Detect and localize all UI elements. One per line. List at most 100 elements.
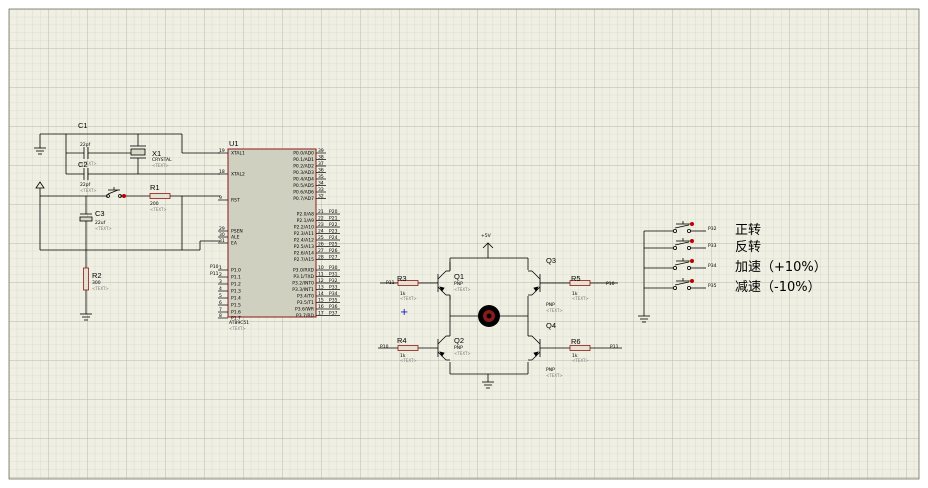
mcu-pin-num: 27 <box>318 248 324 254</box>
mcu-pin-num: 4 <box>219 286 222 292</box>
resistor-r3[interactable] <box>397 280 419 286</box>
r1-text: <TEXT> <box>150 207 167 212</box>
transistor-q4[interactable] <box>528 335 541 361</box>
mcu-pin-num: 35 <box>318 174 324 180</box>
mcu-pin-num: 28 <box>318 255 324 261</box>
transistor-q1[interactable] <box>437 270 450 296</box>
mcu-net-label: P36 <box>329 304 338 310</box>
mcu-pin-name: P2.6/A14 <box>294 251 314 257</box>
q1-ref: Q1 <box>454 272 464 281</box>
r1-value: 200 <box>150 201 159 207</box>
mcu-net-label: P31 <box>329 272 338 278</box>
c1-value: 22pf <box>80 142 91 148</box>
r4-text: <TEXT> <box>400 358 417 363</box>
mcu-pin-num: 37 <box>318 161 324 167</box>
r6-text: <TEXT> <box>572 358 589 363</box>
x1-value: CRYSTAL <box>152 157 172 163</box>
mcu-net-label: P33 <box>329 285 338 291</box>
mcu-pin-name: P0.4/AD4 <box>293 177 314 183</box>
mcu-pin-num: 26 <box>318 242 324 248</box>
q2-text: <TEXT> <box>454 351 471 356</box>
mcu-net-label: P21 <box>329 216 338 222</box>
mcu-pin-name: P0.2/AD2 <box>293 164 314 170</box>
q4-type: PNP <box>546 367 555 373</box>
mcu-pin-name: P1.4 <box>231 296 241 302</box>
button-net-label: P34 <box>708 263 717 269</box>
resistor-r5[interactable] <box>569 280 591 286</box>
mcu-p1-net: P10 <box>210 264 219 270</box>
button-function-label: 反转 <box>735 240 761 255</box>
q3-ref: Q3 <box>546 256 556 265</box>
mcu-net-label: P30 <box>329 265 338 271</box>
mcu-net-label: P26 <box>329 248 338 254</box>
mcu-pin-num: 23 <box>318 222 324 228</box>
mcu-net-label: P23 <box>329 229 338 235</box>
transistor-q3[interactable] <box>528 270 541 296</box>
r4-ref: R4 <box>397 336 407 345</box>
q1-type: PNP <box>454 281 463 287</box>
r4-net: P10 <box>380 344 389 350</box>
mcu-pin-num: 19 <box>219 148 225 154</box>
vcc-label: +5V <box>481 233 492 239</box>
r3-ref: R3 <box>397 274 407 283</box>
h-bridge <box>449 242 529 389</box>
mcu-pin-num: 39 <box>318 148 324 154</box>
button-net-label: P32 <box>708 226 717 232</box>
mcu-pin-num: 9 <box>219 195 222 201</box>
r2-text: <TEXT> <box>92 286 109 291</box>
mcu-pin-name: ALE <box>231 235 240 241</box>
mcu-pin-name: PSEN <box>231 229 243 235</box>
mcu-pin-name: P1.7 <box>231 316 241 322</box>
mcu-pin-name: P3.7/RD <box>296 313 315 319</box>
mcu-net-label: P35 <box>329 298 338 304</box>
mcu-net-label: P32 <box>329 278 338 284</box>
mcu-pin-num: 17 <box>318 311 324 317</box>
push-button-p34[interactable]: P34 加速（+10%） <box>644 258 827 275</box>
mcu-net-label: P34 <box>329 291 338 297</box>
x1-ref: X1 <box>152 149 161 158</box>
mcu-pin-name: P2.7/A15 <box>294 257 314 263</box>
r5-value: 1k <box>572 291 578 297</box>
r6-ref: R6 <box>571 337 581 346</box>
mcu-pin-num: 30 <box>219 232 225 238</box>
mcu-pin-num: 7 <box>219 307 222 313</box>
r3-text: <TEXT> <box>400 296 417 301</box>
q2-type: PNP <box>454 345 463 351</box>
mcu-ref: U1 <box>229 139 239 148</box>
mcu-pin-num: 16 <box>318 304 324 310</box>
r3-value: 1k <box>400 291 406 297</box>
c3-text: <TEXT> <box>95 226 112 231</box>
mcu-pin-num: 22 <box>318 216 324 222</box>
q4-text: <TEXT> <box>546 373 563 378</box>
mcu-pin-name: P1.1 <box>231 275 241 281</box>
mcu-pin-name: P3.6/WR <box>295 307 314 313</box>
r6-value: 1k <box>572 353 578 359</box>
mcu-pin-num: 36 <box>318 168 324 174</box>
mcu-pin-name: P0.7/AD7 <box>293 196 314 202</box>
r5-text: <TEXT> <box>572 296 589 301</box>
c1-ref: C1 <box>78 121 88 130</box>
motor <box>478 305 500 327</box>
mcu-pin-name: P3.0/RXD <box>293 268 315 274</box>
mcu-pin-name: P2.3/A11 <box>294 231 314 237</box>
clock-reset-circuit <box>34 133 220 321</box>
mcu-pin-name: P0.6/AD6 <box>293 190 314 196</box>
resistor-r4[interactable] <box>397 345 419 351</box>
mcu-pin-num: 6 <box>219 300 222 306</box>
resistor-r6[interactable] <box>569 345 591 351</box>
mcu-pin-name: P3.3/INT1 <box>292 287 314 293</box>
button-function-label: 加速（+10%） <box>735 260 827 275</box>
r3-net: P11 <box>386 280 395 286</box>
r2-value: 300 <box>92 280 101 286</box>
mcu-part: AT89C51 <box>229 320 249 326</box>
mcu-pin-num: 18 <box>219 169 225 175</box>
q3-text: <TEXT> <box>546 308 563 313</box>
button-panel <box>638 231 650 323</box>
mcu-pin-name: P0.1/AD1 <box>293 157 314 163</box>
mcu-net-label: P24 <box>329 235 338 241</box>
